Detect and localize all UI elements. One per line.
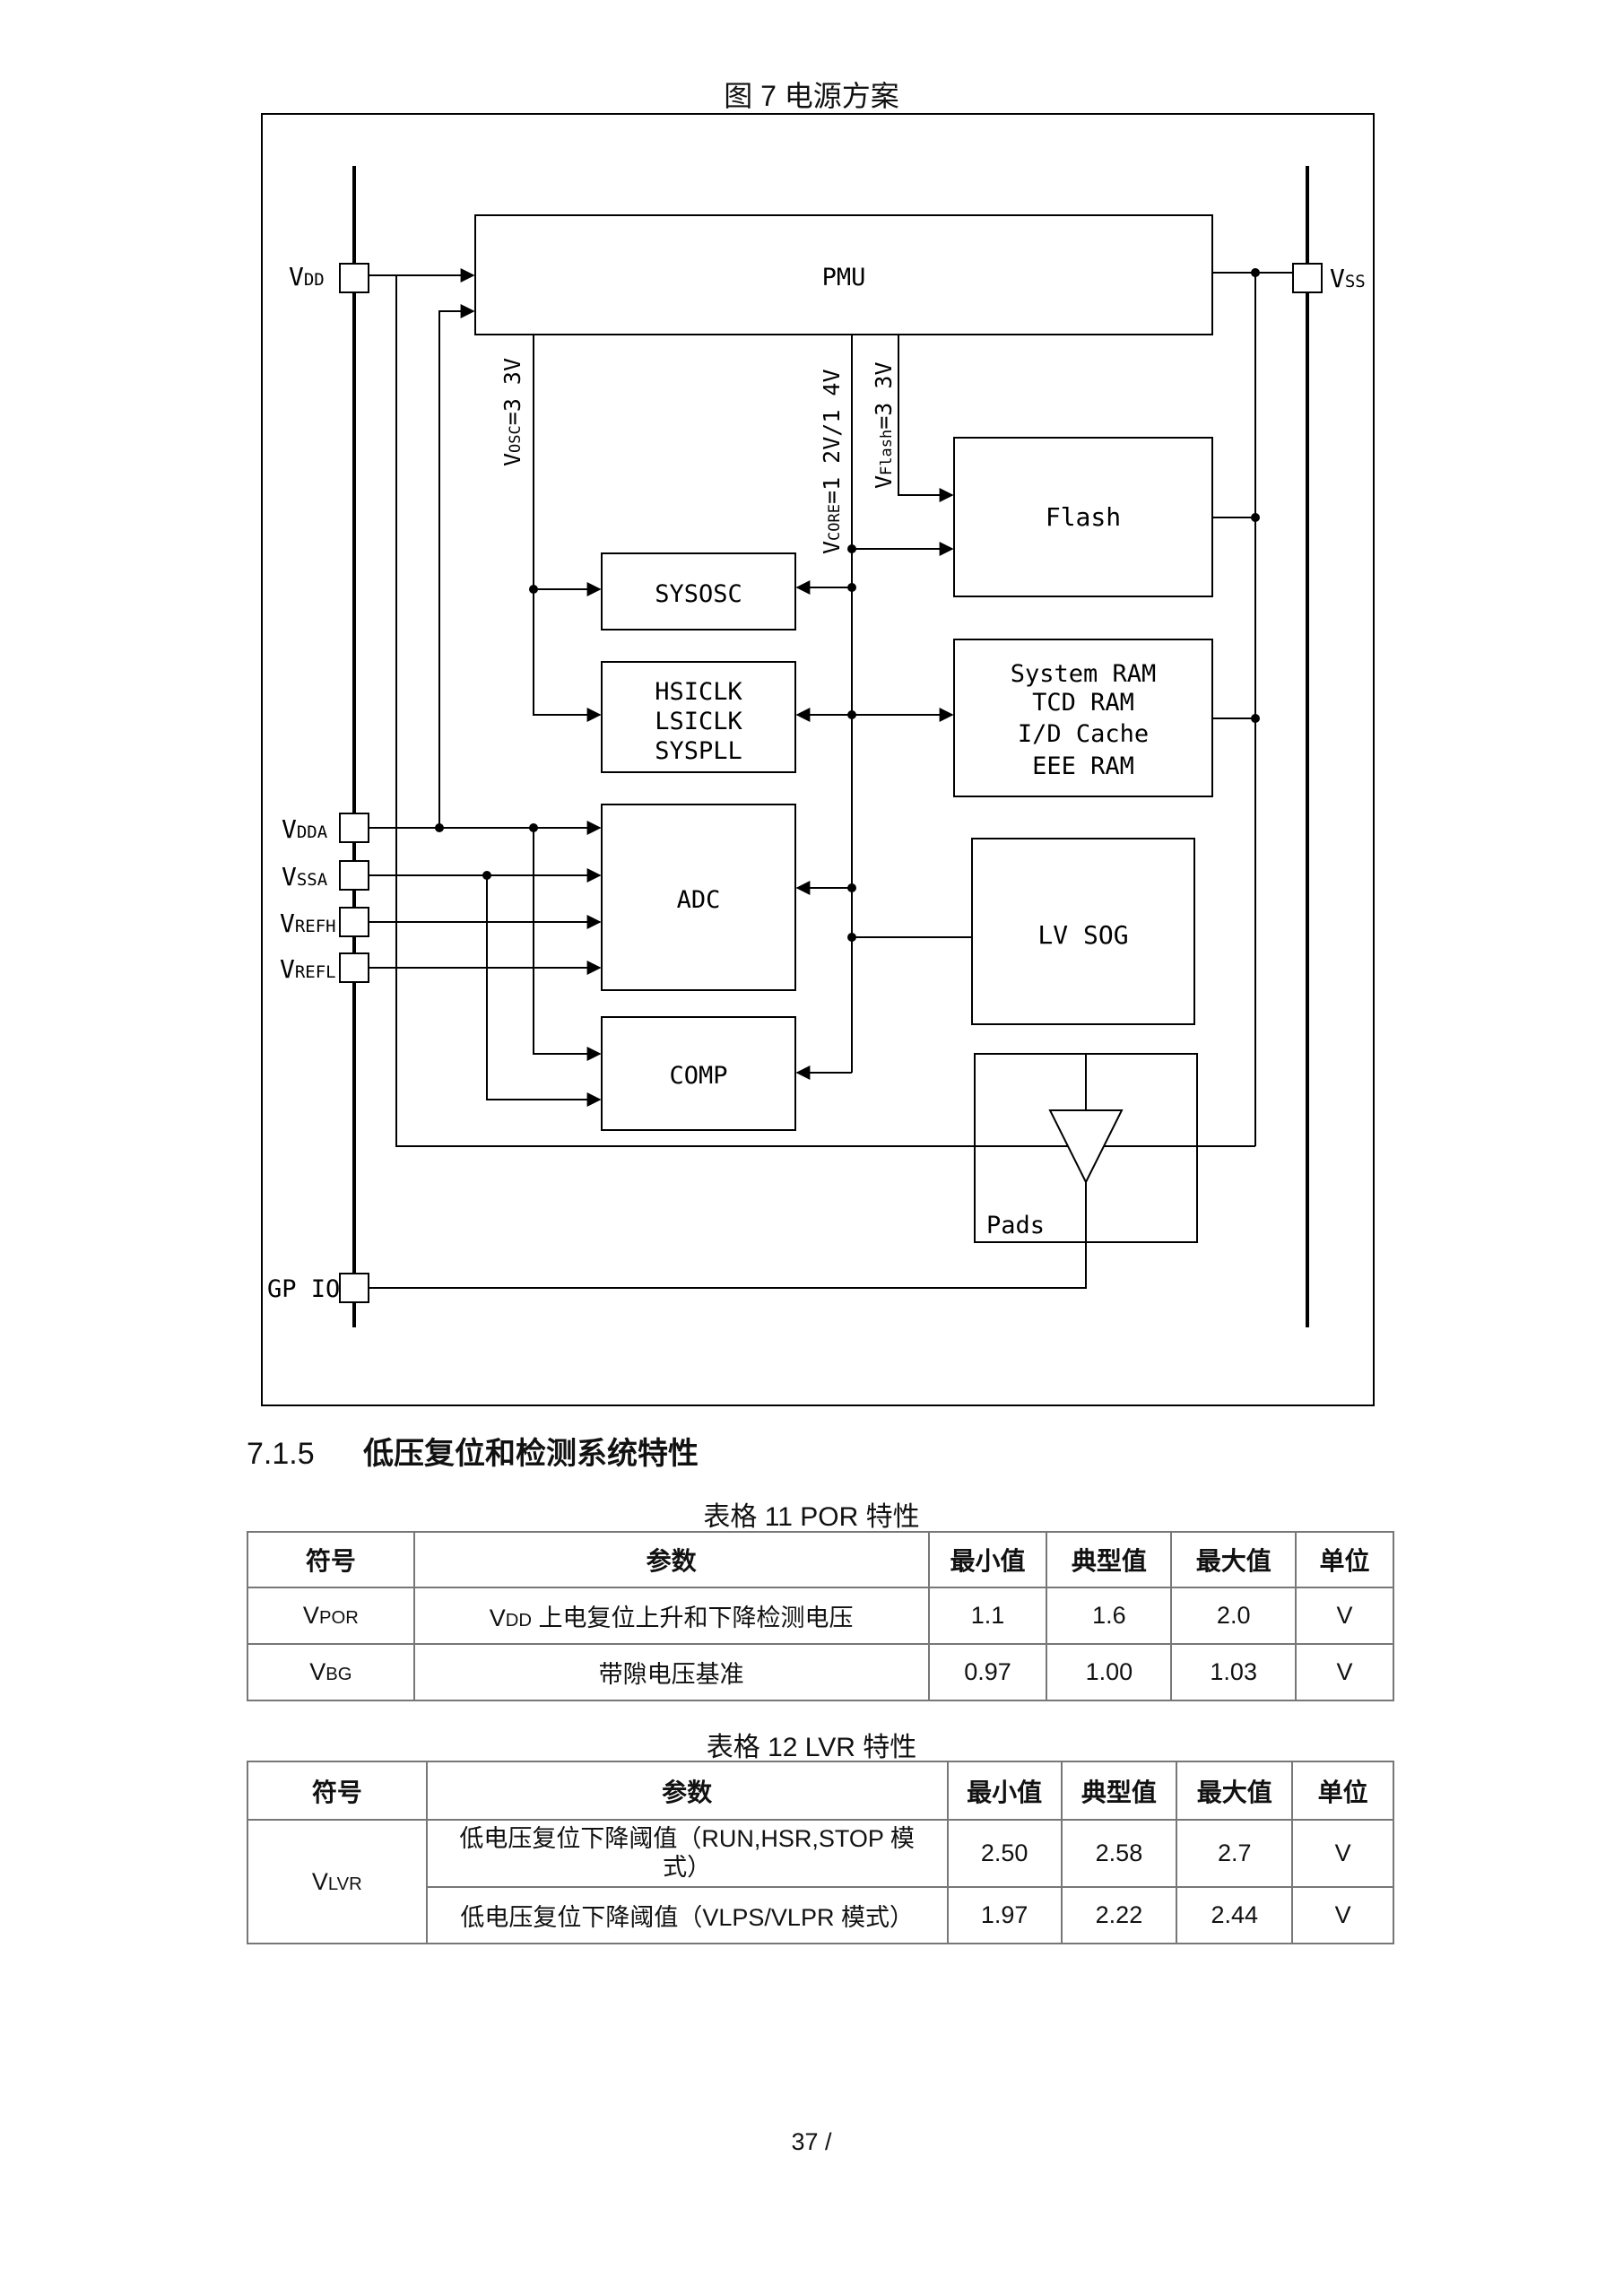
clock-label-syspll: SYSPLL	[655, 737, 742, 765]
col-unit: 单位	[1291, 1761, 1394, 1821]
col-symbol: 符号	[247, 1761, 428, 1821]
clock-label-hsiclk: HSICLK	[655, 678, 742, 706]
ram-label-tcd: TCD RAM	[1032, 689, 1134, 717]
gpio-label: GP IO	[267, 1275, 340, 1303]
por-table: 符号 参数 最小值 典型值 最大值 单位 VPOR VDD 上电复位上升和下降检…	[247, 1531, 1394, 1701]
vss-pin	[1292, 263, 1323, 293]
vdd-label: VDD	[289, 262, 325, 291]
ram-label-cache: I/D Cache	[1018, 720, 1149, 748]
max-cell: 2.7	[1176, 1819, 1294, 1888]
section-number: 7.1.5	[247, 1437, 315, 1471]
lvsog-block	[971, 838, 1195, 1025]
symbol-cell: VBG	[247, 1643, 415, 1701]
section-heading: 7.1.5 低压复位和检测系统特性	[247, 1429, 699, 1473]
vssa-label: VSSA	[282, 862, 328, 891]
clock-block	[601, 661, 796, 773]
vrefl-label: VREFL	[280, 954, 336, 984]
unit-cell: V	[1295, 1587, 1394, 1645]
power-scheme-diagram: VDD VSS VDDA VSSA VREFH VREFL GP IO PMU …	[261, 113, 1375, 1406]
sysosc-label: SYSOSC	[655, 580, 742, 608]
comp-block	[601, 1016, 796, 1131]
lvr-table: 符号 参数 最小值 典型值 最大值 单位 VLVR 低电压复位下降阈值（RUN,…	[247, 1761, 1394, 1944]
col-typ: 典型值	[1046, 1531, 1173, 1588]
min-cell: 1.1	[927, 1587, 1048, 1645]
adc-label: ADC	[677, 886, 721, 914]
col-parameter: 参数	[425, 1761, 949, 1821]
sysosc-block	[601, 552, 796, 631]
unit-cell: V	[1291, 1886, 1394, 1944]
figure-caption: 图 7 电源方案	[724, 80, 899, 112]
col-typ: 典型值	[1060, 1761, 1178, 1821]
vdda-pin	[339, 813, 369, 843]
parameter-cell: 低电压复位下降阈值（RUN,HSR,STOP 模式）	[425, 1819, 949, 1888]
col-min: 最小值	[927, 1531, 1048, 1588]
table-header-row: 符号 参数 最小值 典型值 最大值 单位	[247, 1531, 1394, 1588]
min-cell: 2.50	[946, 1819, 1063, 1888]
col-parameter: 参数	[412, 1531, 930, 1588]
col-unit: 单位	[1295, 1531, 1394, 1588]
page-number: 37 /	[791, 2128, 832, 2155]
clock-label-lsiclk: LSICLK	[655, 708, 742, 735]
typ-cell: 1.6	[1046, 1587, 1173, 1645]
min-cell: 1.97	[946, 1886, 1063, 1944]
max-cell: 1.03	[1170, 1643, 1298, 1701]
max-cell: 2.0	[1170, 1587, 1298, 1645]
table-header-row: 符号 参数 最小值 典型值 最大值 单位	[247, 1761, 1394, 1821]
vflash-rail-label: VFlash=3 3V	[871, 361, 897, 489]
ram-label-eee: EEE RAM	[1032, 752, 1134, 780]
table-row: VBG 带隙电压基准 0.97 1.00 1.03 V	[247, 1643, 1394, 1701]
table-row: 低电压复位下降阈值（VLPS/VLPR 模式） 1.97 2.22 2.44 V	[247, 1886, 1394, 1944]
pads-label: Pads	[986, 1212, 1045, 1239]
vrefl-pin	[339, 952, 369, 983]
section-title: 低压复位和检测系统特性	[363, 1437, 699, 1471]
flash-label: Flash	[1046, 502, 1121, 532]
vcore-rail-label: VCORE=1 2V/1 4V	[819, 369, 845, 554]
vdda-label: VDDA	[282, 814, 328, 844]
lvsog-label: LV SOG	[1037, 920, 1128, 950]
typ-cell: 1.00	[1046, 1643, 1173, 1701]
typ-cell: 2.22	[1060, 1886, 1178, 1944]
junction-dots	[435, 268, 1260, 942]
parameter-cell: 低电压复位下降阈值（VLPS/VLPR 模式）	[425, 1886, 949, 1944]
table-row: VLVR 低电压复位下降阈值（RUN,HSR,STOP 模式） 2.50 2.5…	[247, 1819, 1394, 1944]
col-max: 最大值	[1176, 1761, 1294, 1821]
vosc-rail-label: VOSC=3 3V	[499, 358, 525, 466]
comp-label: COMP	[669, 1062, 727, 1090]
col-max: 最大值	[1170, 1531, 1298, 1588]
pmu-label: PMU	[822, 264, 866, 291]
max-cell: 2.44	[1176, 1886, 1294, 1944]
symbol-cell: VPOR	[247, 1587, 415, 1645]
parameter-cell: VDD 上电复位上升和下降检测电压	[412, 1587, 930, 1645]
min-cell: 0.97	[927, 1643, 1048, 1701]
col-symbol: 符号	[247, 1531, 415, 1588]
typ-cell: 2.58	[1060, 1819, 1178, 1888]
vrefh-pin	[339, 907, 369, 937]
vss-label: VSS	[1330, 264, 1366, 293]
unit-cell: V	[1295, 1643, 1394, 1701]
symbol-cell: VLVR	[247, 1819, 428, 1944]
figure-frame	[261, 113, 1375, 1406]
pmu-block	[474, 214, 1213, 335]
ram-label-system: System RAM	[1011, 660, 1157, 688]
vdd-pin	[339, 263, 369, 293]
table11-caption: 表格 11 POR 特性	[703, 1502, 920, 1532]
col-min: 最小值	[946, 1761, 1063, 1821]
unit-cell: V	[1291, 1819, 1394, 1888]
parameter-cell: 带隙电压基准	[412, 1643, 930, 1701]
vssa-pin	[339, 860, 369, 891]
vrefh-label: VREFH	[280, 909, 336, 938]
table12-caption: 表格 12 LVR 特性	[706, 1733, 917, 1762]
table-row: VPOR VDD 上电复位上升和下降检测电压 1.1 1.6 2.0 V	[247, 1587, 1394, 1645]
adc-block	[601, 804, 796, 991]
gpio-pin	[339, 1273, 369, 1303]
